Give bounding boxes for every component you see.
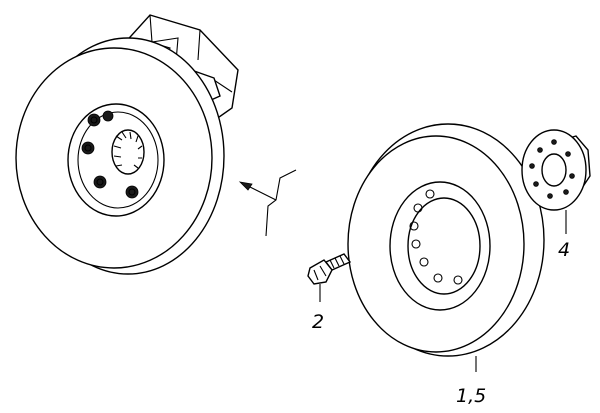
bolt-callout: 2 (312, 311, 324, 333)
shaft-spline (111, 129, 145, 175)
pulley-part (347, 123, 545, 357)
hub-bolt-holes (529, 139, 575, 199)
hub-callout: 4 (558, 239, 570, 261)
assembled-bolts (81, 110, 139, 199)
pulley-bolt-holes (409, 189, 463, 285)
bolt-part (307, 253, 352, 285)
hub-flange-part (521, 129, 591, 211)
pulley-callout: 1,5 (456, 385, 486, 407)
assembled-pulley (15, 37, 225, 275)
leader-lines (319, 210, 567, 372)
assembly-direction-arrow (238, 169, 297, 237)
